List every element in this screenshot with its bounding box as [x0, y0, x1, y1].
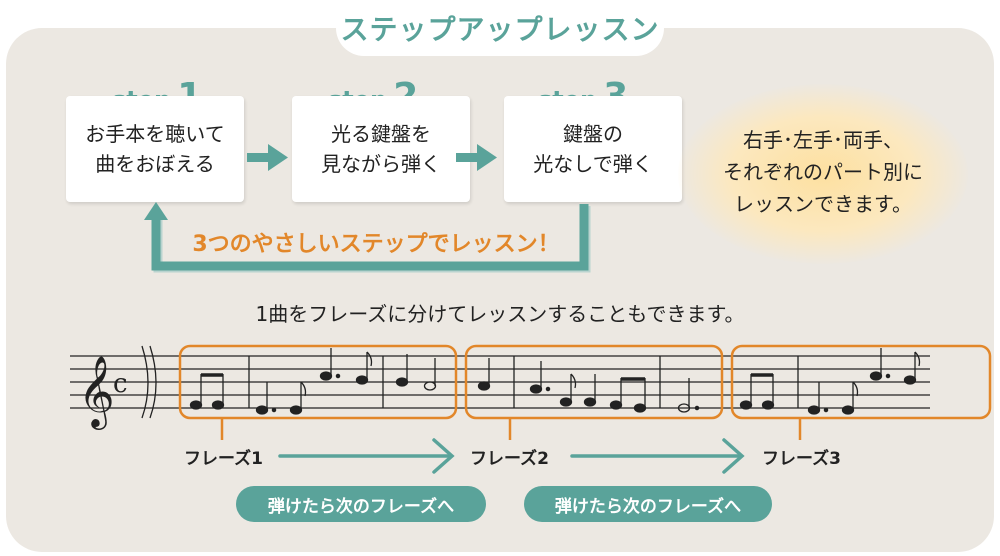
page-title: ステップアップレッスン: [340, 13, 660, 46]
phrase-1-label: フレーズ1: [184, 449, 263, 469]
right-arrow-icon: [456, 144, 497, 171]
phrase-boxes: [178, 344, 992, 440]
next-phrase-pill-2: 弾けたら次のフレーズへ: [524, 486, 772, 522]
subtitle: 1曲をフレーズに分けてレッスンすることもできます。: [255, 302, 745, 326]
title-tab: [336, 0, 664, 56]
break-mark: [141, 345, 157, 419]
loop-arrow-icon: [144, 202, 591, 273]
right-arrow-icon: [278, 438, 455, 474]
step-3-line2: 光なしで弾く: [533, 152, 653, 176]
common-time-icon: c: [113, 369, 128, 399]
step-3-card: 鍵盤の 光なしで弾く: [504, 96, 682, 202]
step-3-line1: 鍵盤の: [563, 122, 623, 146]
music-staff: [70, 355, 930, 409]
step-2-card: 光る鍵盤を 見ながら弾く: [292, 96, 470, 202]
phrase-2-label: フレーズ2: [470, 449, 549, 469]
loop-text: 3つのやさしいステップでレッスン！: [192, 232, 560, 257]
phrase-1-notes: [189, 348, 437, 415]
next-phrase-pill-1: 弾けたら次のフレーズへ: [236, 486, 486, 522]
step-1-line2: 曲をおぼえる: [95, 152, 215, 176]
side-note: 右手･左手･両手、 それぞれのパート別に レッスンできます。: [723, 128, 923, 216]
side-note-glow: [678, 84, 968, 264]
phrase-3-notes: [739, 348, 921, 415]
step-2-line2: 見ながら弾く: [321, 152, 441, 176]
barlines: [248, 356, 799, 408]
step-1-line1: お手本を聴いて: [85, 122, 225, 146]
right-arrow-icon: [570, 438, 745, 474]
phrase-3-label: フレーズ3: [762, 449, 841, 469]
phrase-2-notes: [477, 358, 700, 413]
step-1-card: お手本を聴いて 曲をおぼえる: [66, 96, 244, 202]
treble-clef-icon: 𝄞: [78, 354, 115, 430]
right-arrow-icon: [247, 144, 288, 171]
step-2-line1: 光る鍵盤を: [331, 122, 431, 146]
